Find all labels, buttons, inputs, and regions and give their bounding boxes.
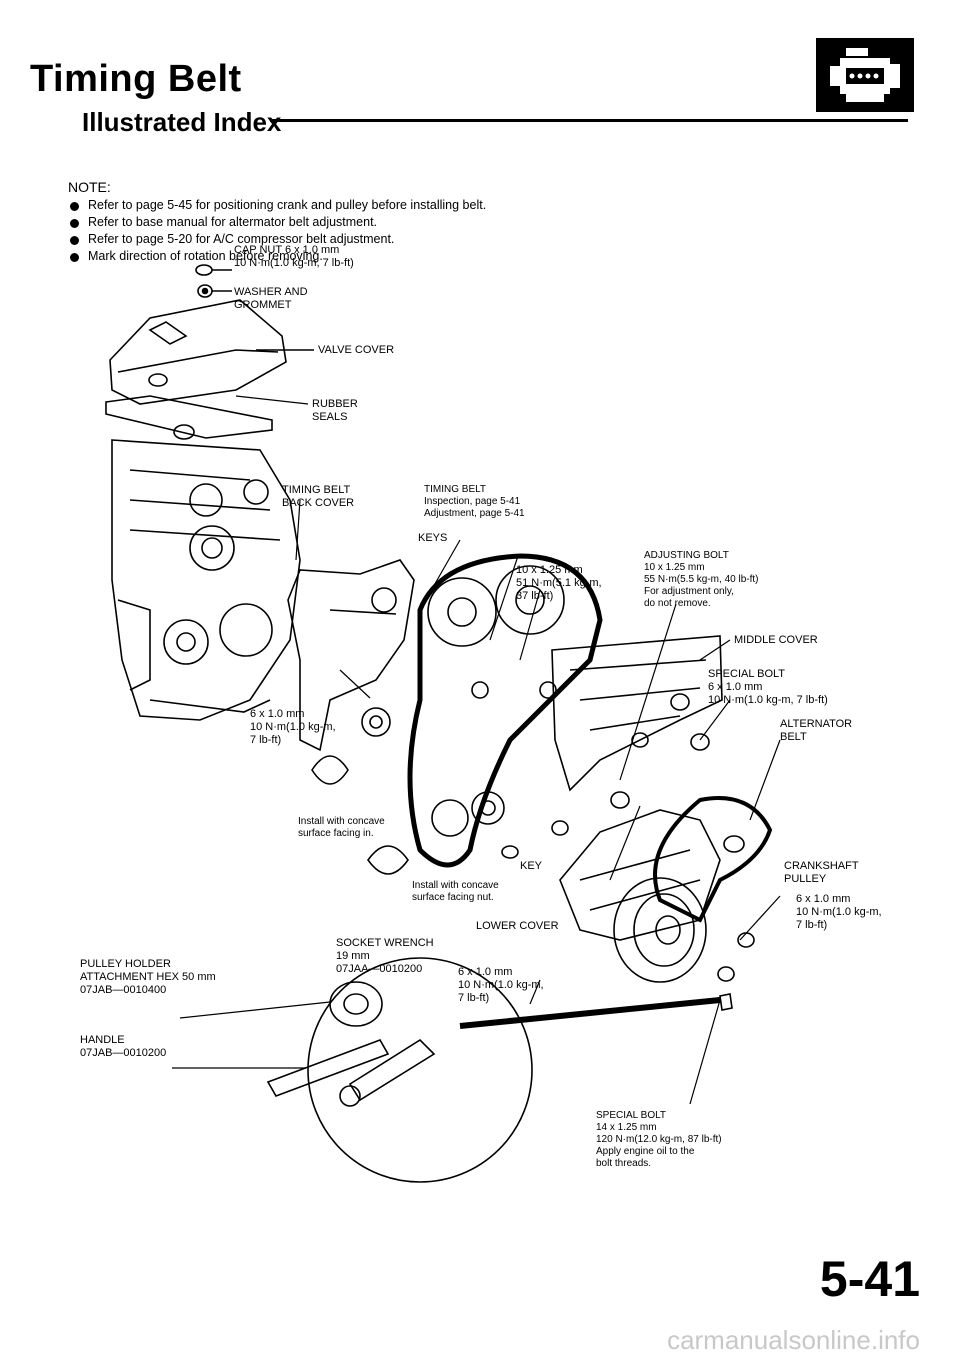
back-cover-label: TIMING BELT BACK COVER [282,484,355,509]
special-bolt-icon [459,993,733,1029]
bolt-6mm-right-label: 6 x 1.0 mm 10 N·m(1.0 kg-m, 7 lb-ft) [796,893,882,931]
special-bolt-large-label: SPECIAL BOLT 14 x 1.25 mm 120 N·m(12.0 k… [596,1110,722,1169]
engine-section-icon [816,38,914,112]
crankshaft-pulley-label: CRANKSHAFT PULLEY [784,860,859,885]
keys-label: KEYS [418,532,448,544]
watermark: carmanualsonline.info [667,1325,920,1355]
install-facing-nut-label: Install with concave surface facing nut. [412,880,499,903]
note-item: Refer to page 5-20 for A/C compressor be… [68,231,486,248]
valve-cover-label: VALVE COVER [318,344,395,356]
special-bolt-small-label: SPECIAL BOLT 6 x 1.0 mm 10 N·m(1.0 kg-m,… [708,668,828,706]
pulley-holder-tool-icon [266,957,533,1183]
rubber-seals-label: RUBBER SEALS [312,398,358,423]
bolt-6mm-left-label: 6 x 1.0 mm 10 N·m(1.0 kg-m, 7 lb-ft) [250,708,336,746]
back-cover-icon [287,559,415,752]
handle-label: HANDLE 07JAB—0010200 [80,1034,167,1059]
middle-cover-icon [551,635,723,792]
install-facing-in-label: Install with concave surface facing in. [298,816,385,839]
middle-cover-label: MIDDLE COVER [734,634,818,646]
note-item: Refer to page 5-45 for positioning crank… [68,197,486,214]
section-subtitle: Illustrated Index [82,107,282,137]
bolt-6mm-bottom-label: 6 x 1.0 mm 10 N·m(1.0 kg-m, 7 lb-ft) [458,966,544,1004]
page-number: 5-41 [819,1251,920,1307]
key-label: KEY [520,860,543,872]
note-item: Mark direction of rotation before removi… [68,248,486,265]
alternator-belt-label: ALTERNATOR BELT [780,718,853,743]
note-item: Refer to base manual for altermator belt… [68,214,486,231]
bolt-10mm-label: 10 x 1.25 mm 51 N·m(5.1 kg-m, 37 lb-ft) [516,564,602,602]
crankshaft-pulley-icon [613,796,773,983]
valve-cover-icon [105,299,314,440]
note-heading: NOTE: [68,179,111,195]
leader-lines [172,395,781,1105]
cap-nut-label: CAP NUT 6 x 1.0 mm 10 N·m(1.0 kg-m, 7 lb… [234,244,354,269]
lower-cover-icon [559,809,721,941]
timing-belt-label: TIMING BELT Inspection, page 5-41 Adjust… [424,484,525,519]
engine-block-icon [111,439,301,721]
cap-nut-icon [195,264,232,298]
header-rule [270,119,908,122]
adjusting-bolt-label: ADJUSTING BOLT 10 x 1.25 mm 55 N·m(5.5 k… [644,550,759,609]
socket-wrench-label: SOCKET WRENCH 19 mm 07JAA—0010200 [336,937,434,975]
timing-belt-icon [407,553,603,868]
note-list: Refer to page 5-45 for positioning crank… [68,197,486,265]
pulley-holder-label: PULLEY HOLDER ATTACHMENT HEX 50 mm 07JAB… [80,958,216,996]
washer-icon [311,693,710,875]
washer-grommet-label: WASHER AND GROMMET [234,286,308,311]
page-title: Timing Belt [30,58,242,100]
lower-cover-label: LOWER COVER [476,920,559,932]
